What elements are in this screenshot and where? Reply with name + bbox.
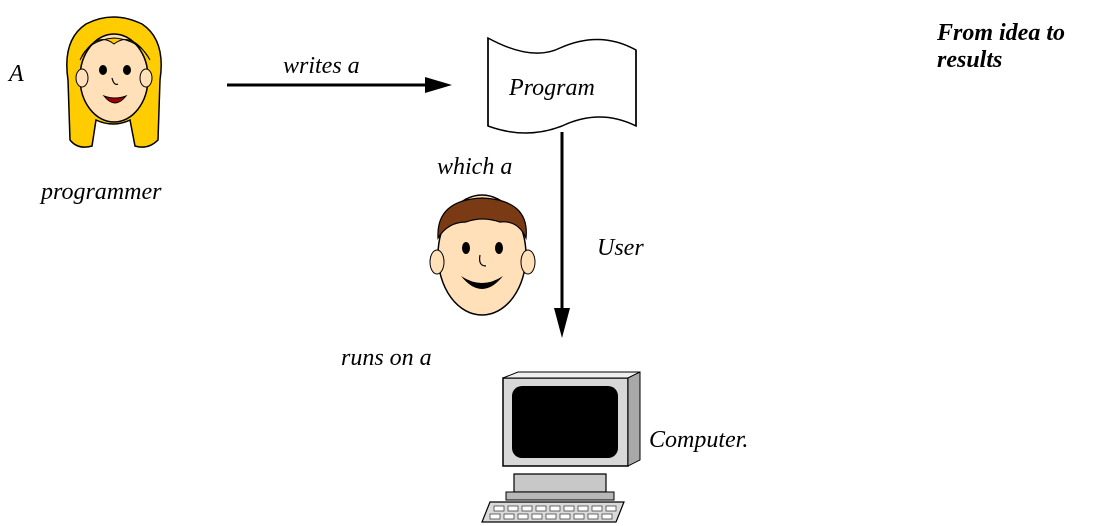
user-face-icon: [429, 194, 536, 316]
user-label: User: [597, 235, 644, 261]
programmer-prefix-label: A: [9, 61, 24, 87]
writes-edge-label: writes a: [283, 53, 360, 79]
program-label: Program: [509, 75, 595, 101]
document-scroll-icon: [487, 36, 637, 134]
computer-icon: [481, 371, 641, 523]
writes-arrow: [227, 77, 452, 93]
diagram-title-line-2: results: [937, 46, 1003, 73]
diagram-title: From idea to results: [937, 20, 1107, 74]
programmer-face-icon: [66, 16, 162, 148]
programmer-label: programmer: [41, 179, 162, 205]
runs-on-edge-label: runs on a: [341, 345, 432, 371]
user-prefix-label: which a: [437, 154, 513, 180]
diagram-title-line-1: From idea to: [937, 20, 1066, 46]
computer-label: Computer.: [649, 427, 749, 453]
runs-on-arrow: [554, 132, 570, 338]
